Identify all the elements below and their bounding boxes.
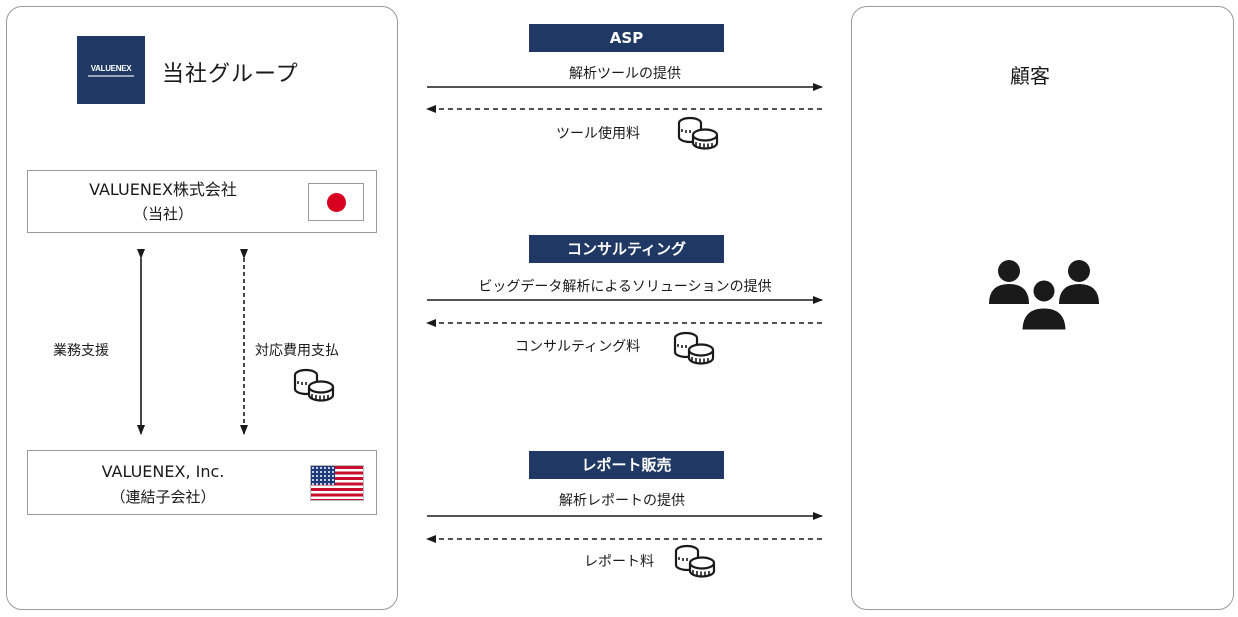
report-fee-label: レポート料 — [584, 554, 654, 570]
group-title: 当社グループ — [162, 62, 299, 87]
company-sub-jp: （当社） — [132, 205, 193, 223]
badge-report: レポート販売 — [529, 451, 724, 479]
report-provide-label: 解析レポートの提供 — [559, 493, 685, 509]
usa-flag-icon — [310, 465, 364, 501]
coins-icon — [672, 330, 716, 366]
company-sub-us: （連結子会社） — [110, 488, 216, 506]
asp-provide-label: 解析ツールの提供 — [569, 66, 681, 82]
valuenex-logo: VALUENEX — [77, 36, 145, 104]
people-group-icon — [989, 260, 1099, 332]
payment-label: 対応費用支払 — [255, 343, 339, 359]
asp-fee-label: ツール使用料 — [556, 126, 640, 142]
coins-icon — [292, 367, 336, 403]
badge-consulting: コンサルティング — [529, 235, 724, 263]
logo-text: VALUENEX — [90, 63, 132, 73]
japan-flag-icon — [308, 183, 364, 221]
badge-asp: ASP — [529, 24, 724, 52]
customer-title: 顧客 — [1010, 64, 1050, 88]
company-box-jp: VALUENEX株式会社 （当社） — [27, 170, 377, 233]
consult-provide-label: ビッグデータ解析によるソリューションの提供 — [478, 279, 772, 295]
support-label: 業務支援 — [53, 343, 109, 359]
coins-icon — [673, 543, 717, 579]
consult-fee-label: コンサルティング料 — [515, 339, 641, 355]
logo-underline — [88, 74, 134, 77]
company-box-us: VALUENEX, Inc. （連結子会社） — [27, 450, 377, 515]
company-name-jp: VALUENEX株式会社 — [89, 180, 237, 199]
flag-sun — [327, 193, 346, 212]
flag-canton — [311, 466, 335, 485]
company-name-us: VALUENEX, Inc. — [101, 462, 225, 481]
coins-icon — [676, 115, 720, 151]
